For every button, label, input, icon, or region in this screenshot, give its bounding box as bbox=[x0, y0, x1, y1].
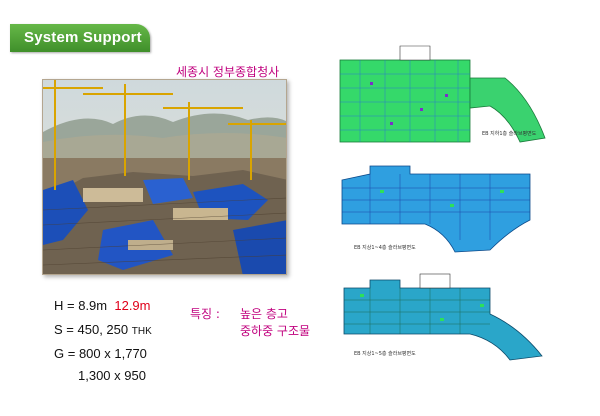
spec-slab: S = 450, 250 THK bbox=[54, 322, 152, 337]
section-title-tab: System Support bbox=[10, 24, 150, 52]
slab-plan-drawing-1: EB 지하1층 슬라브평면도 bbox=[330, 38, 550, 150]
section-title: System Support bbox=[24, 29, 142, 46]
slab-plan-drawing-3: EB 지상1~5층 슬라브평면도 bbox=[330, 270, 550, 366]
features-label: 특징 : bbox=[190, 307, 220, 321]
spec-girder-extra: 1,300 x 950 bbox=[78, 368, 146, 383]
construction-site-photo bbox=[42, 79, 287, 275]
feature-heavy-load: 중하중 구조물 bbox=[240, 324, 311, 338]
slab-plan-drawing-2: EB 지상1~4층 슬라브평면도 bbox=[330, 160, 550, 260]
spec-girder: G = 800 x 1,770 bbox=[54, 346, 147, 361]
drawing-caption-1: EB 지하1층 슬라브평면도 bbox=[482, 131, 537, 137]
drawing-caption-3: EB 지상1~5층 슬라브평면도 bbox=[354, 351, 416, 357]
project-name: 세종시 정부종합청사 bbox=[176, 65, 280, 79]
drawing-caption-2: EB 지상1~4층 슬라브평면도 bbox=[354, 245, 416, 251]
spec-height: H = 8.9m 12.9m bbox=[54, 298, 151, 313]
feature-high-floor: 높은 층고 bbox=[240, 307, 288, 321]
